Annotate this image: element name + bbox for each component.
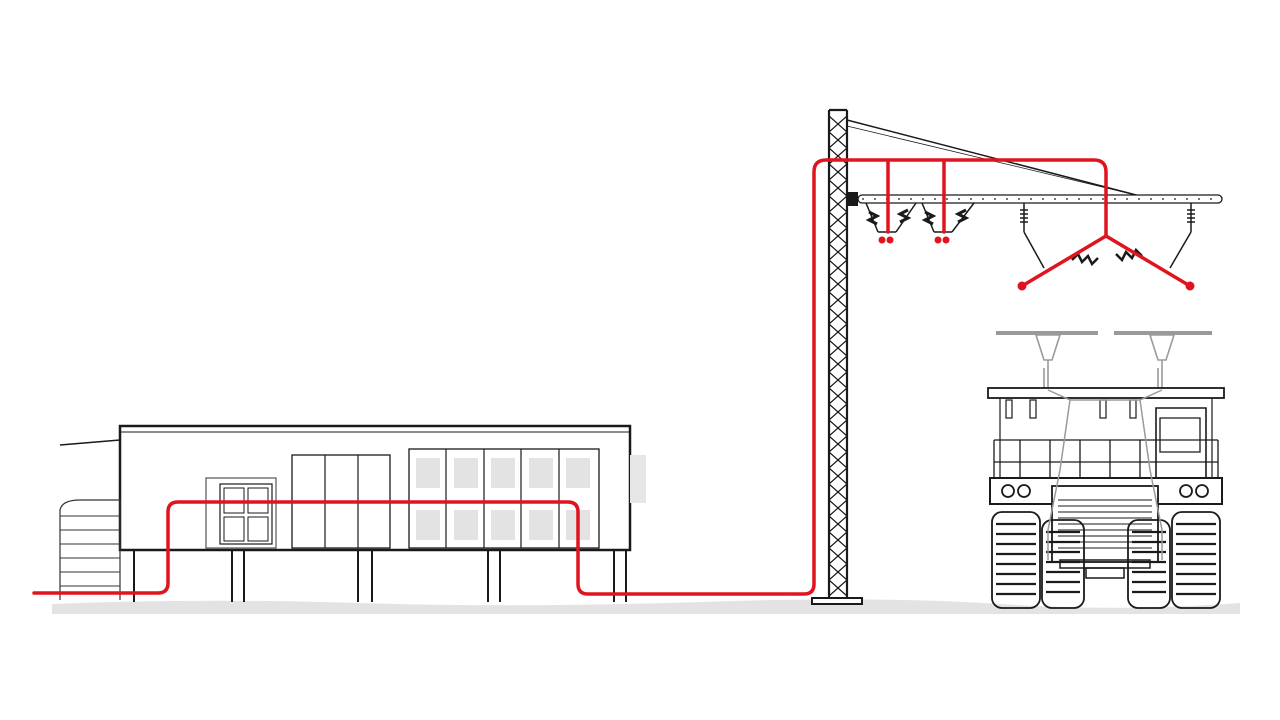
lattice-mast xyxy=(811,108,1141,605)
substation-building xyxy=(59,424,646,602)
electric-haul-truck xyxy=(987,331,1225,609)
power-cable xyxy=(32,158,1192,596)
pantograph-right xyxy=(1114,331,1212,390)
overhead-line xyxy=(848,192,1223,269)
ground xyxy=(52,599,1240,614)
pantograph-left xyxy=(996,331,1098,390)
cable-terminals xyxy=(878,236,1195,291)
